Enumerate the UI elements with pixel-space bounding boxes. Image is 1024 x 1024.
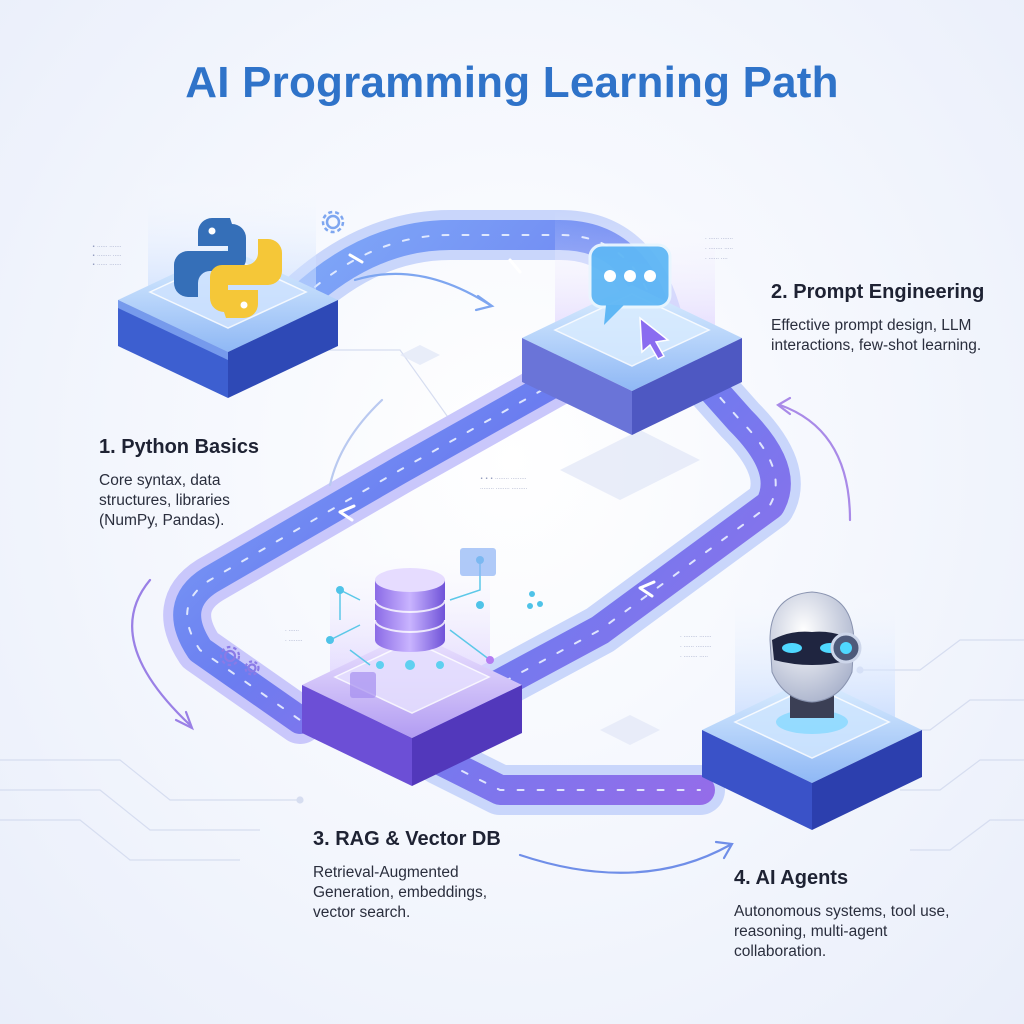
step-rag-vector-db: 3. RAG & Vector DB Retrieval-Augmented G… [313,828,613,923]
svg-text:· ········ ·······: · ········ ······· [680,634,712,640]
database-network-icon [326,548,496,698]
svg-text:· ········ ·····: · ········ ····· [680,654,708,660]
step-title: 4. AI Agents [734,867,849,889]
svg-text:· ······ ·······: · ······ ······· [705,236,733,242]
step-description: Effective prompt design, LLM interaction… [771,317,982,354]
svg-text:• ········ ·····: • ········ ····· [92,253,122,259]
step-title: 1. Python Basics [99,436,260,458]
gears-icon [219,645,260,676]
svg-text:• • • ········ ·········: • • • ········ ········· [480,476,527,482]
svg-text:· ······: · ······ [285,628,299,634]
platform-ai-agents [702,580,922,830]
floating-panels-decor [400,345,700,745]
svg-text:• ······ ·······: • ······ ······· [92,262,122,268]
svg-text:· ······ ····: · ······ ···· [705,256,728,262]
platform-python-basics [118,175,338,398]
step-python-basics: 1. Python Basics Core syntax, data struc… [99,436,399,531]
svg-text:· ········: · ········ [285,638,303,644]
svg-text:• ······ ·······: • ······ ······· [92,244,122,250]
robot-head-icon [769,591,862,734]
platform-rag-vector-db [302,540,522,786]
python-logo-icon [174,218,282,318]
gear-icon [321,210,345,234]
micro-text-decor: • ······ ······· • ········ ····· • ····… [92,236,733,660]
svg-text:········ ········ ·········: ········ ········ ········· [480,486,527,492]
step-ai-agents: 4. AI Agents Autonomous systems, tool us… [734,867,994,962]
flow-arrows [131,253,852,874]
step-title: 2. Prompt Engineering [771,281,985,303]
chat-bubble-cursor-icon [588,243,672,360]
step-prompt-engineering: 2. Prompt Engineering Effective prompt d… [771,281,1011,356]
svg-text:· ······ ·········: · ······ ········· [680,644,712,650]
page-title: AI Programming Learning Path [185,58,839,107]
step-description: Autonomous systems, tool use, reasoning,… [734,903,950,960]
step-description: Core syntax, data structures, libraries … [99,472,230,529]
step-title: 3. RAG & Vector DB [313,828,501,850]
share-nodes-icon [527,591,543,609]
step-description: Retrieval-Augmented Generation, embeddin… [313,864,488,921]
svg-text:· ········ ·····: · ········ ····· [705,246,733,252]
platform-prompt-engineering [522,210,742,435]
